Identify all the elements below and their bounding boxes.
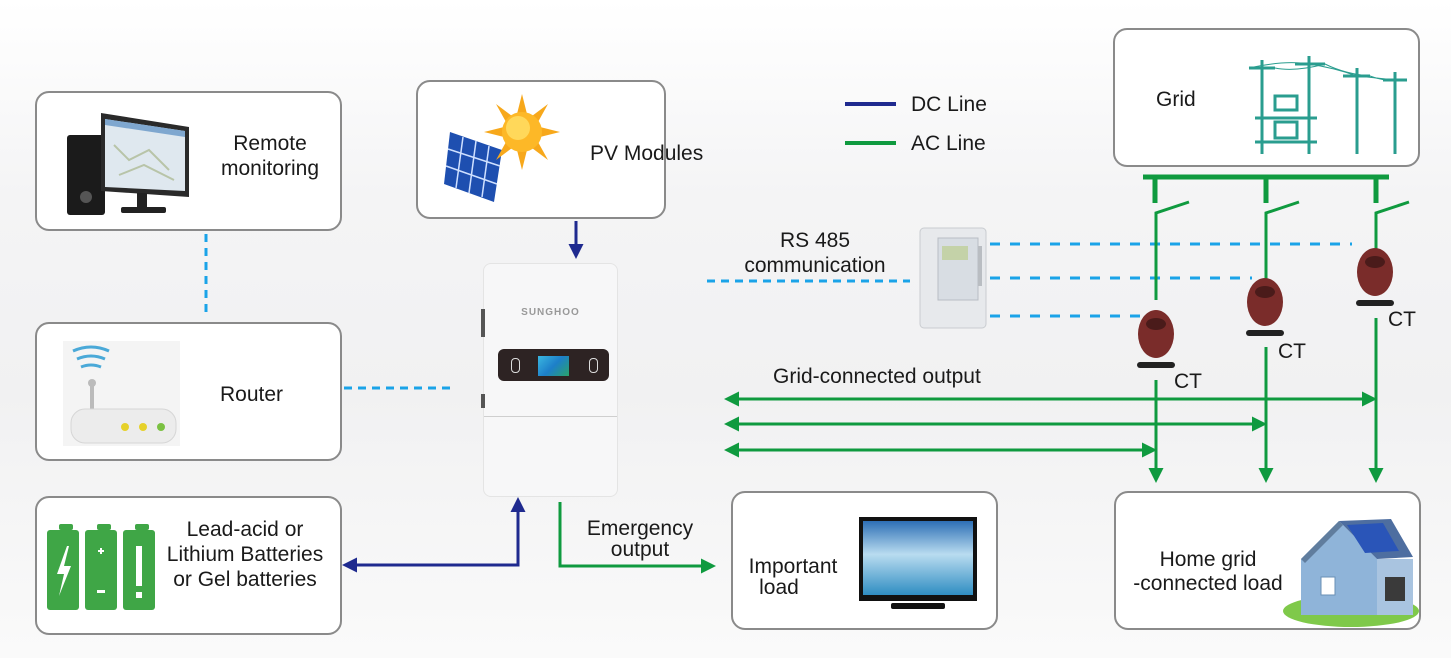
- important-load-label-line2: load: [759, 576, 799, 599]
- inverter-divider: [484, 416, 617, 417]
- desktop-computer-icon: [67, 113, 189, 215]
- switch-1: [1154, 200, 1190, 300]
- house-icon: [1283, 519, 1419, 627]
- solar-panel-sun-icon: [444, 94, 560, 202]
- battery-icon: [47, 524, 155, 610]
- ct-label-2: CT: [1278, 340, 1306, 363]
- inverter-right-button[interactable]: [589, 358, 598, 373]
- switch-3: [1374, 200, 1410, 253]
- inverter-brand-logo: SUNGHOO: [521, 307, 580, 318]
- remote-monitoring-box[interactable]: Remote monitoring: [35, 91, 342, 231]
- emergency-output-label-line2: output: [610, 538, 670, 561]
- batteries-label-line1: Lead-acid or: [186, 518, 304, 541]
- current-transformer-icon-3: [1356, 248, 1394, 306]
- power-pole-icon: [1248, 56, 1408, 154]
- emergency-output-label-line1: Emergency: [586, 517, 694, 540]
- remote-monitoring-label-line2: monitoring: [220, 157, 320, 180]
- home-load-box[interactable]: Home grid -connected load: [1114, 491, 1421, 630]
- important-load-box[interactable]: Important load: [731, 491, 998, 630]
- home-load-label-line1: Home grid: [1159, 548, 1257, 571]
- hybrid-inverter[interactable]: SUNGHOO: [481, 263, 618, 497]
- wifi-router-icon: [63, 341, 180, 446]
- switch-2: [1264, 200, 1300, 288]
- batteries-label-line2: Lithium Batteries: [166, 543, 324, 566]
- router-box[interactable]: Router: [35, 322, 342, 461]
- ct-label-1: CT: [1174, 370, 1202, 393]
- inverter-side-terminal-bottom: [481, 394, 485, 408]
- rs485-label-line2: communication: [744, 254, 886, 277]
- home-load-label-line2: -connected load: [1133, 572, 1283, 595]
- inverter-side-terminal-top: [481, 309, 485, 337]
- pv-modules-label: PV Modules: [590, 142, 704, 165]
- grid-box[interactable]: Grid: [1113, 28, 1420, 167]
- legend-ac-label: AC Line: [911, 132, 986, 155]
- current-transformer-icon-2: [1246, 278, 1284, 336]
- grid-connected-output-label: Grid-connected output: [773, 365, 981, 388]
- inverter-display-panel: [498, 349, 609, 381]
- legend-dc-label: DC Line: [911, 93, 987, 116]
- energy-meter-icon[interactable]: [918, 226, 988, 330]
- dc-line-battery-inverter: [342, 497, 526, 573]
- remote-monitoring-label-line1: Remote: [233, 132, 307, 155]
- inverter-left-button[interactable]: [511, 358, 520, 373]
- rs485-label-line1: RS 485: [779, 229, 851, 252]
- pv-modules-box[interactable]: PV Modules: [416, 80, 703, 219]
- ac-line-emergency-output: [558, 502, 716, 574]
- router-label: Router: [220, 383, 284, 406]
- inverter-screen: [538, 356, 569, 376]
- current-transformer-icon-1: [1137, 310, 1175, 368]
- batteries-box[interactable]: Lead-acid or Lithium Batteries or Gel ba…: [35, 496, 342, 635]
- important-load-label-line1: Important: [748, 555, 838, 578]
- grid-label: Grid: [1156, 88, 1196, 111]
- television-icon: [859, 517, 977, 609]
- batteries-label-line3: or Gel batteries: [173, 568, 317, 591]
- ct-label-3: CT: [1388, 308, 1416, 331]
